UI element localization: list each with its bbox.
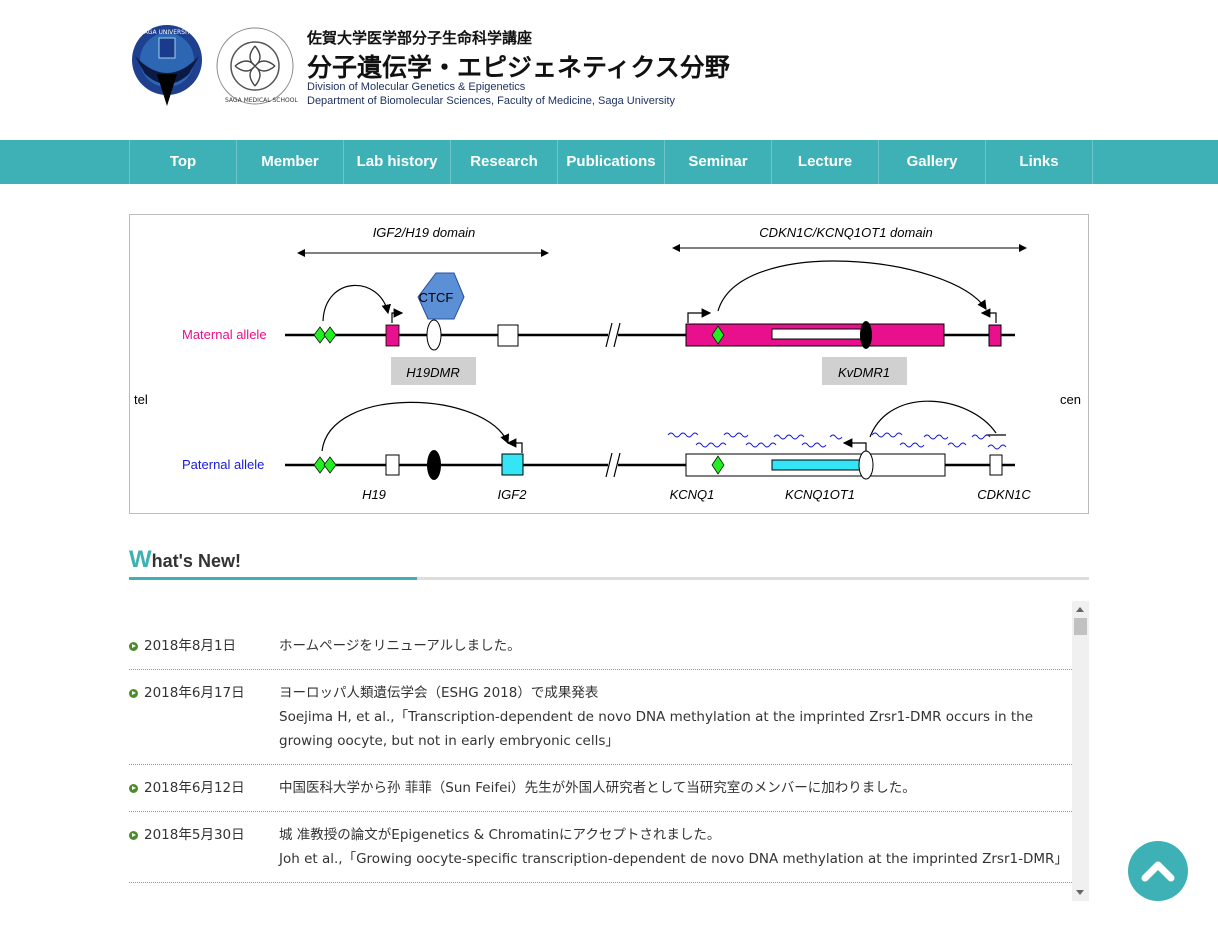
maternal-allele-label: Maternal allele (182, 327, 267, 342)
svg-text:SAGA MEDICAL SCHOOL: SAGA MEDICAL SCHOOL (225, 97, 298, 104)
scroll-down-arrow-icon[interactable] (1076, 890, 1084, 895)
news-item: 2018年5月30日 城 准教授の論文がEpigenetics & Chroma… (129, 812, 1072, 883)
h19dmr-label: H19DMR (406, 365, 459, 380)
saga-university-logo[interactable]: SAGA UNIVERSITY (129, 24, 209, 108)
whats-new-heading: What's New! (129, 546, 1089, 581)
chevron-up-icon (1141, 861, 1175, 882)
scrollbar-thumb[interactable] (1074, 618, 1087, 635)
news-scrollbar[interactable] (1072, 601, 1089, 901)
news-date: 2018年6月17日 (144, 685, 245, 701)
bullet-icon (129, 831, 138, 840)
maternal-h19-box (385, 324, 400, 347)
nav-item-top[interactable]: Top (130, 140, 237, 184)
imprinting-diagram: IGF2/H19 domain CDKN1C/KCNQ1OT1 domain M… (129, 214, 1089, 514)
gene-cdkn1c-label: CDKN1C (977, 487, 1031, 502)
jp-subtitle: 佐賀大学医学部分子生命科学講座 (307, 29, 533, 47)
nav-item-seminar[interactable]: Seminar (665, 140, 772, 184)
cen-label: cen (1060, 392, 1081, 407)
nav-item-research[interactable]: Research (451, 140, 558, 184)
whats-new-title: What's New! (129, 546, 241, 573)
news-item: 2018年6月12日 中国医科大学から孙 菲菲（Sun Feifei）先生が外国… (129, 765, 1072, 812)
news-text: ホームページをリニューアルしました。 (279, 638, 521, 654)
news-text: 中国医科大学から孙 菲菲（Sun Feifei）先生が外国人研究者として当研究室… (279, 780, 916, 796)
heading-underline (129, 577, 1089, 580)
site-header: SAGA UNIVERSITY SAGA MEDICAL SCHOOL 佐賀大学… (129, 22, 829, 112)
english-department-name: Department of Biomolecular Sciences, Fac… (307, 95, 676, 107)
domain-igf2-h19-label: IGF2/H19 domain (373, 225, 476, 240)
transcript-waves (667, 432, 1007, 450)
nav-item-member[interactable]: Member (237, 140, 344, 184)
ctcf-label: CTCF (419, 290, 454, 305)
paternal-igf2-box (501, 453, 524, 476)
bullet-icon (129, 784, 138, 793)
nav-item-gallery[interactable]: Gallery (879, 140, 986, 184)
news-citation: Soejima H, et al.,「Transcription-depende… (279, 709, 1034, 749)
news-item: 2018年8月1日 ホームページをリニューアルしました。 (129, 623, 1072, 670)
news-citation: Joh et al.,「Growing oocyte-specific tran… (279, 851, 1068, 867)
news-date: 2018年8月1日 (144, 638, 237, 654)
kvdmr1-badge (822, 357, 907, 385)
domain-cdkn1c-label: CDKN1C/KCNQ1OT1 domain (759, 225, 932, 240)
nav-item-lecture[interactable]: Lecture (772, 140, 879, 184)
news-date: 2018年5月30日 (144, 827, 245, 843)
bullet-icon (129, 642, 138, 651)
gene-h19-label: H19 (362, 487, 386, 502)
gene-igf2-label: IGF2 (498, 487, 528, 502)
gene-kcnq1ot1-label: KCNQ1OT1 (785, 487, 855, 502)
gene-kcnq1-label: KCNQ1 (670, 487, 715, 502)
news-list: 2018年8月1日 ホームページをリニューアルしました。 2018年6月17日 … (129, 623, 1072, 883)
nav-item-lab-history[interactable]: Lab history (344, 140, 451, 184)
heading-underline-accent (129, 577, 417, 580)
ctcf-shape (417, 272, 465, 320)
news-text: ヨーロッパ人類遺伝学会（ESHG 2018）で成果発表 (279, 685, 599, 701)
kvdmr1-label: KvDMR1 (838, 365, 890, 380)
main-nav: Top Member Lab history Research Publicat… (0, 140, 1218, 184)
paternal-allele-label: Paternal allele (182, 457, 264, 472)
news-scroll-area[interactable]: 2018年8月1日 ホームページをリニューアルしました。 2018年6月17日 … (129, 601, 1089, 901)
svg-text:SAGA UNIVERSITY: SAGA UNIVERSITY (140, 29, 195, 36)
nav-item-links[interactable]: Links (986, 140, 1093, 184)
news-text: 城 准教授の論文がEpigenetics & Chromatinにアクセプトされ… (279, 827, 721, 843)
back-to-top-button[interactable] (1128, 841, 1188, 901)
scroll-up-arrow-icon[interactable] (1076, 607, 1084, 612)
nav-item-publications[interactable]: Publications (558, 140, 665, 184)
tel-label: tel (134, 392, 148, 407)
bullet-icon (129, 689, 138, 698)
news-date: 2018年6月12日 (144, 780, 245, 796)
h19dmr-badge (391, 357, 476, 385)
site-title[interactable]: 分子遺伝学・エピジェネティクス分野 (307, 53, 730, 82)
news-item: 2018年6月17日 ヨーロッパ人類遺伝学会（ESHG 2018）で成果発表 S… (129, 670, 1072, 765)
saga-medical-school-logo[interactable]: SAGA MEDICAL SCHOOL (215, 24, 298, 108)
english-division-name: Division of Molecular Genetics & Epigene… (307, 81, 526, 93)
